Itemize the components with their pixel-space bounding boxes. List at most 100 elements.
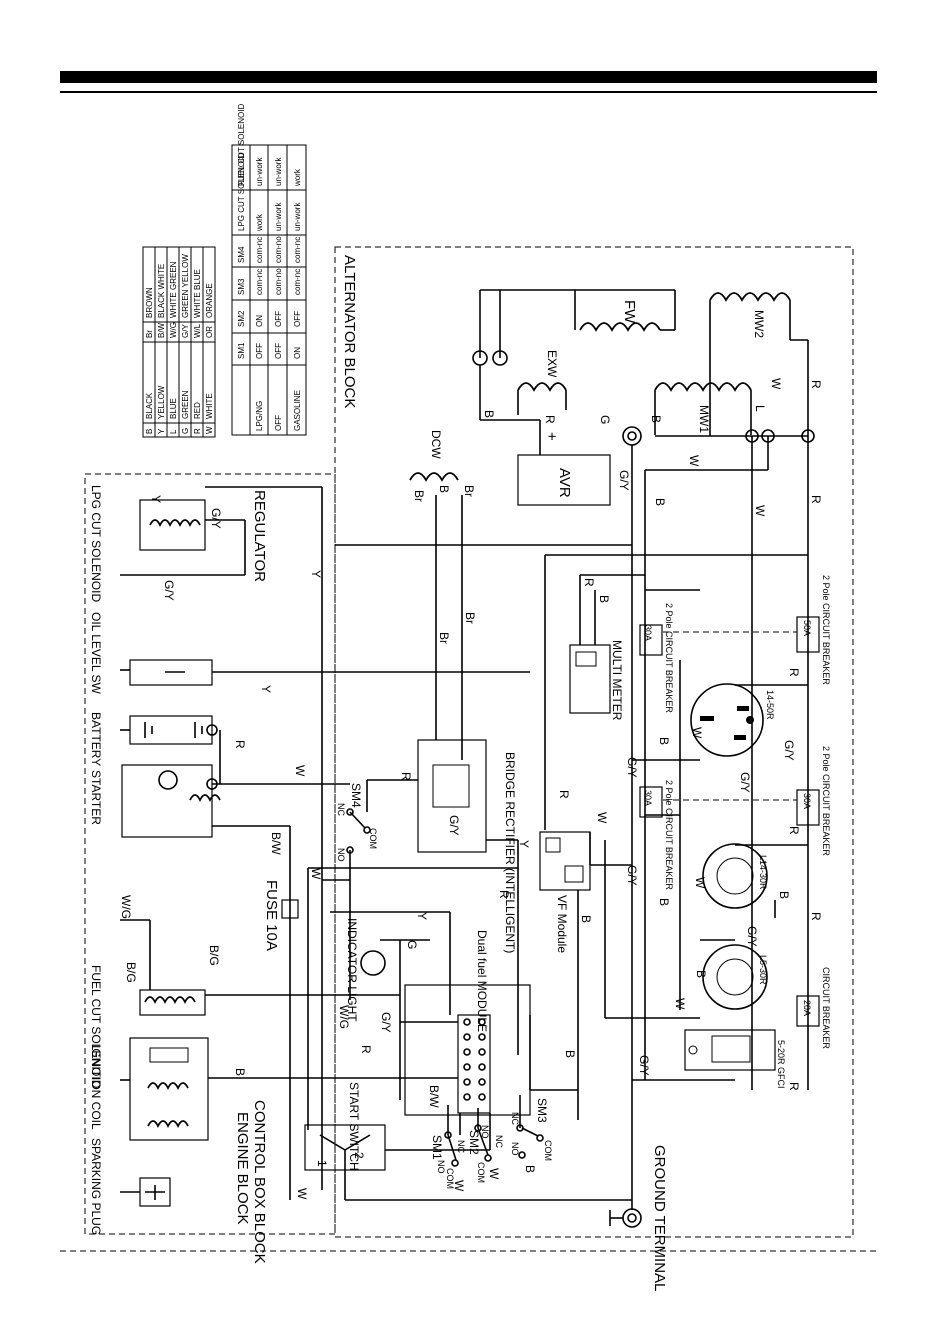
module-pin [463,1078,471,1086]
legend-cell: Br [145,330,154,338]
receptacle-gfci: 5-20R GFCI [684,1029,786,1089]
legend-cell: WHITE [205,393,214,419]
module-pin [478,1033,486,1041]
svg-text:B: B [482,410,496,418]
switch-table-cell: ON [293,347,302,359]
avr-box [517,454,611,506]
svg-text:L14-30R: L14-30R [758,855,768,890]
legend-cell: WHITE BLUE [193,269,202,318]
svg-text:W: W [690,727,704,739]
svg-text:R: R [233,740,247,749]
svg-text:50A: 50A [802,620,812,636]
svg-text:30A: 30A [802,793,812,809]
legend-cell: W/L [193,323,202,338]
svg-text:IGNITION COIL: IGNITION COIL [89,1045,103,1130]
bridge-rectifier: BRIDGE RECTIFIER (INTELLIGENT) G/Y Y [417,739,531,1055]
control-box-label: CONTROL BOX BLOCK [251,1100,268,1264]
svg-text:W: W [687,455,701,467]
svg-text:G/Y: G/Y [617,470,631,491]
svg-text:W: W [595,812,609,824]
breaker-2pole-top: 50A 30A 2 Pole CIRCUIT BREAKER 2 Pole CI… [639,575,831,713]
svg-text:B/G: B/G [207,945,221,966]
legend-cell: BLACK [145,392,154,419]
svg-text:Y: Y [415,912,429,920]
legend-cell: WHITE GREEN [169,261,178,318]
svg-text:5-20R GFCI: 5-20R GFCI [776,1040,786,1089]
switch-table-cell: OFF [293,311,302,327]
switch-table-cell: SM4 [237,246,246,263]
svg-text:R: R [787,1082,801,1091]
svg-text:14-50R: 14-50R [765,690,775,720]
svg-text:2 Pole CIRCUIT BREAKER: 2 Pole CIRCUIT BREAKER [664,780,674,890]
svg-text:B: B [579,915,593,923]
svg-text:B: B [523,1165,537,1173]
svg-text:G/Y: G/Y [782,740,796,761]
svg-text:SM1: SM1 [430,1135,444,1160]
svg-text:2: 2 [352,1152,366,1159]
module-pin [463,1093,471,1101]
svg-text:Br: Br [412,490,426,502]
svg-text:MW1: MW1 [697,405,711,433]
module-pin [463,1063,471,1071]
legend-cell: G/Y [181,324,190,338]
svg-text:Y: Y [517,840,531,848]
vf-module: VF Module W R B B [539,790,632,1120]
module-pin [478,1018,486,1026]
module-pin [463,1033,471,1041]
switch-table-cell: LPG CUT SOLENOID [237,153,246,231]
switch-table-cell: OFF [274,415,283,431]
svg-text:BRIDGE RECTIFIER (INTELLIGENT): BRIDGE RECTIFIER (INTELLIGENT) [503,752,517,953]
legend-cell: B/W [157,322,166,338]
svg-text:R: R [582,578,596,587]
avr-label: AVR [556,468,573,498]
legend-cell: W [205,426,214,434]
svg-text:B: B [777,891,791,899]
svg-text:NO: NO [436,1160,446,1174]
svg-text:DCW: DCW [429,430,443,459]
svg-text:STARTER: STARTER [89,770,103,825]
svg-text:LPG CUT SOLENOID: LPG CUT SOLENOID [89,485,103,602]
switch-table-cell: SM1 [237,342,246,359]
svg-text:W: W [769,378,783,390]
svg-text:R: R [809,495,823,504]
module-pin [478,1078,486,1086]
svg-text:W: W [487,1168,501,1180]
switch-table-cell: work [293,168,302,187]
svg-text:G: G [405,940,419,949]
svg-text:COM: COM [445,1168,455,1189]
svg-text:G/Y: G/Y [738,772,752,793]
svg-text:Dual fuel MODULE: Dual fuel MODULE [475,930,489,1032]
switch-table-cell: com-no [274,236,283,263]
start-switch: 1 2 START SWITCH [304,1082,386,1171]
svg-text:COM: COM [368,828,378,849]
svg-text:B: B [657,898,671,906]
svg-text:2 Pole CIRCUIT BREAKER: 2 Pole CIRCUIT BREAKER [821,746,831,856]
alternator-block-frame [334,246,854,1238]
svg-text:B: B [597,595,611,603]
switch-table-cell: com-nc [255,237,264,263]
switch-table-cell: OFF [274,311,283,327]
switch-table-cell: FUEL CUT SOLENOID [237,104,246,186]
svg-text:R: R [359,1045,373,1054]
legend-cell: OR [205,326,214,338]
switch-table-cell: SM2 [237,310,246,327]
svg-text:COM: COM [476,1162,486,1183]
regulator-label: REGULATOR [251,490,268,582]
svg-text:W/G: W/G [337,1005,351,1029]
legend-cell: BROWN [145,287,154,318]
switch-table-cell: OFF [255,343,264,359]
svg-text:NC: NC [494,1135,504,1148]
engine-block-label: ENGINE BLOCK [234,1112,251,1225]
svg-text:SM2: SM2 [467,1130,481,1155]
switch-table-cell: SM3 [237,278,246,295]
svg-text:R: R [809,912,823,921]
switch-table-cell: com-nc [293,269,302,295]
sm-switch-group: SM1 SM2 SM3 COM COM COM NC NC NC NO NO N… [430,1095,553,1192]
svg-text:W: W [293,765,307,777]
mw1-coil: MW1 [654,382,752,435]
receptacle-l14-30r: L14-30R [702,843,768,909]
svg-text:R: R [787,826,801,835]
ground-terminal [609,1208,642,1228]
svg-text:30A: 30A [643,790,653,806]
sparking-plug: SPARKING PLUG [89,1138,171,1235]
